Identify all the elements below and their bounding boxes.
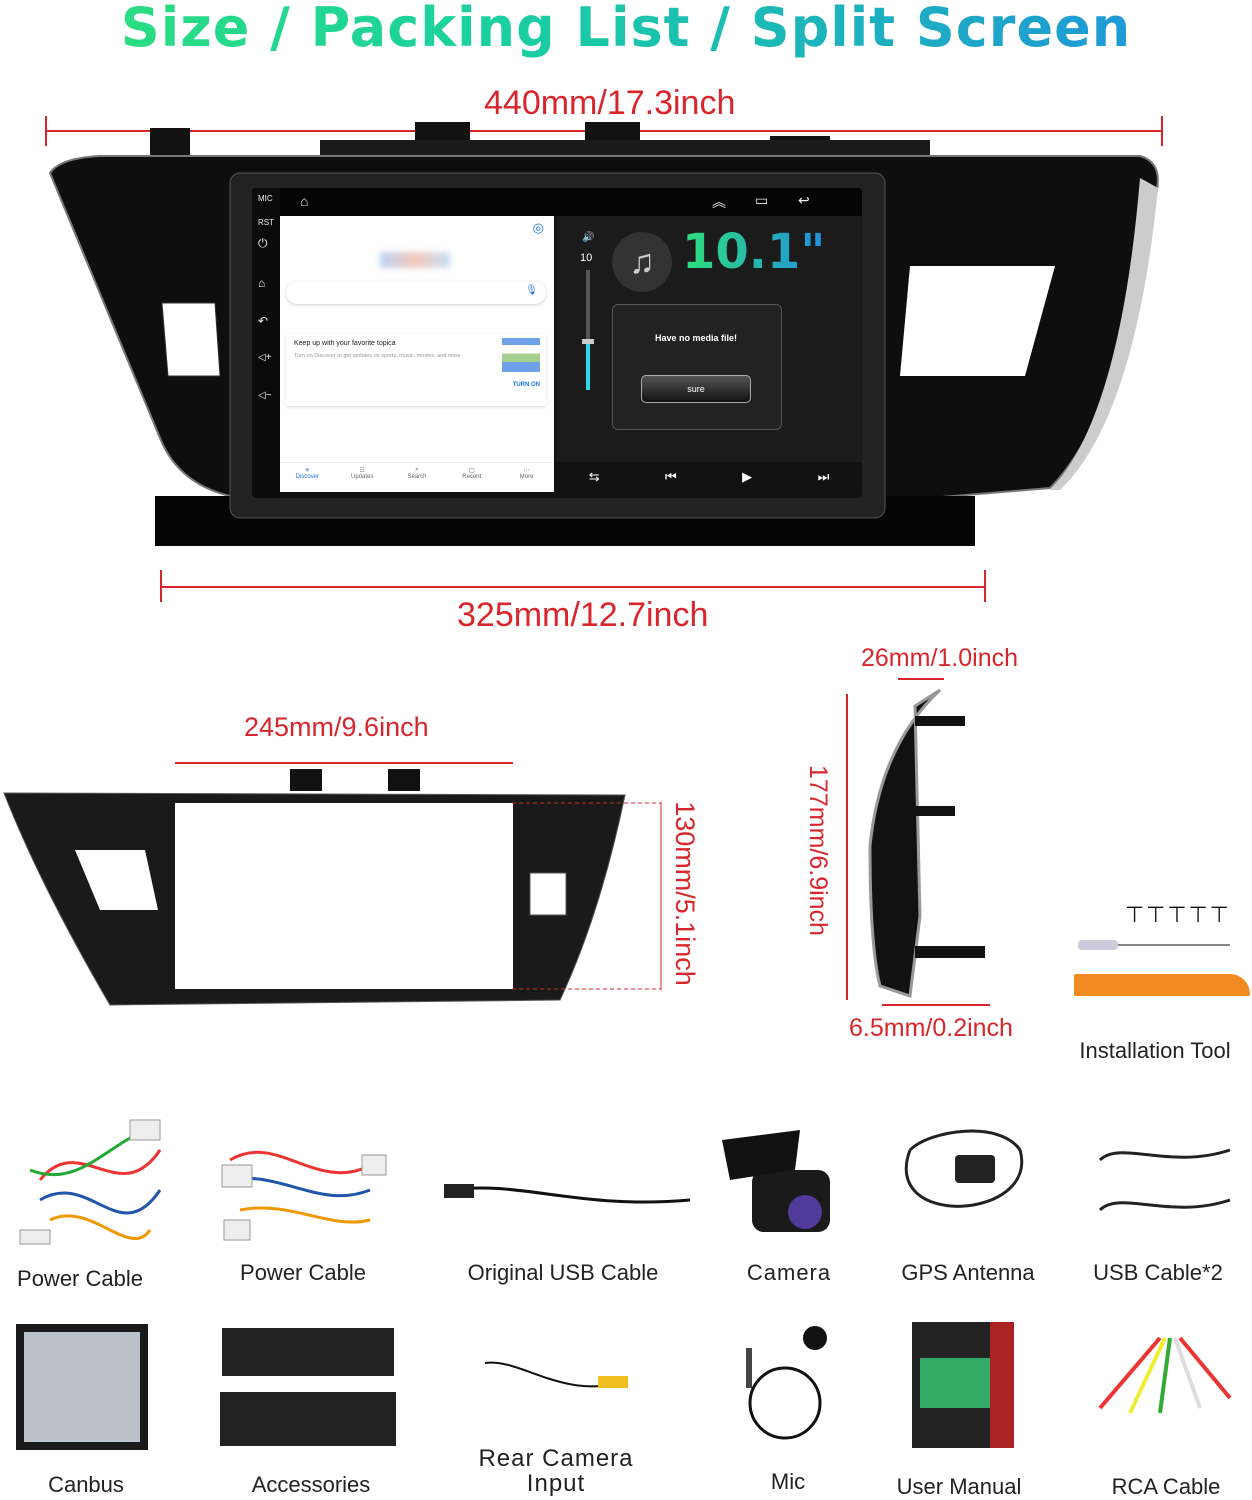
search-bar[interactable]: 🎙 bbox=[286, 282, 546, 304]
dim-tick bbox=[160, 570, 162, 602]
repeat-icon[interactable]: ⇆ bbox=[588, 469, 600, 484]
dim-tick bbox=[984, 570, 986, 602]
music-player-panel: 🔊 10 ♫ 10.1" Have no media file! sure ⇆ ⏮… bbox=[556, 216, 862, 492]
account-icon[interactable]: ◎ bbox=[532, 220, 544, 235]
mic-icon[interactable]: 🎙 bbox=[525, 285, 538, 296]
discover-card: Keep up with your favorite topica Turn o… bbox=[286, 334, 546, 406]
sure-button[interactable]: sure bbox=[641, 375, 751, 403]
discover-icon: ✳ bbox=[304, 468, 310, 474]
dim-tick bbox=[45, 116, 47, 146]
dim-line bbox=[175, 762, 513, 764]
dash-kit-frame bbox=[3, 769, 662, 1006]
back-nav-icon[interactable]: ↩ bbox=[798, 192, 810, 208]
recent-apps-icon[interactable]: ▭ bbox=[755, 192, 769, 208]
dim-total-width: 440mm/17.3inch bbox=[484, 84, 736, 122]
tab-discover[interactable]: ✳Discover bbox=[295, 468, 320, 480]
label-mic: Mic bbox=[770, 1469, 806, 1494]
packing-row-1-images bbox=[19, 1119, 1231, 1245]
card-body: Turn on Discover to get updates on sport… bbox=[294, 353, 461, 359]
left-app-panel: ◎ 🎙 Keep up with your favorite topica Tu… bbox=[280, 216, 554, 492]
rst-label: RST bbox=[258, 218, 274, 227]
card-illustration bbox=[502, 338, 540, 372]
label-accessories: Accessories bbox=[251, 1472, 371, 1497]
dim-line bbox=[160, 586, 986, 588]
label-rca-cable: RCA Cable bbox=[1111, 1474, 1221, 1499]
label-power-cable-1: Power Cable bbox=[17, 1266, 143, 1291]
screwdriver-shaft bbox=[1118, 944, 1230, 946]
dim-tick bbox=[1161, 116, 1163, 146]
bottom-tabs: ✳Discover ☷Updates ⌕Search ▢Recent ⋯More bbox=[280, 462, 554, 492]
tab-updates[interactable]: ☷Updates bbox=[351, 468, 374, 480]
home-icon[interactable]: ⌂ bbox=[258, 276, 266, 290]
side-profile bbox=[868, 688, 985, 999]
volume-up-icon[interactable]: ◁+ bbox=[258, 352, 272, 363]
play-icon[interactable]: ▶ bbox=[742, 469, 753, 484]
volume-value: 10 bbox=[580, 252, 593, 264]
label-user-manual: User Manual bbox=[896, 1474, 1022, 1499]
tab-search[interactable]: ⌕Search bbox=[407, 467, 427, 480]
label-usb-cable-2: USB Cable*2 bbox=[1093, 1260, 1223, 1285]
label-power-cable-2: Power Cable bbox=[240, 1260, 366, 1285]
recent-icon: ▢ bbox=[468, 468, 475, 474]
blurred-logo bbox=[380, 252, 450, 268]
updates-icon: ☷ bbox=[359, 468, 365, 474]
power-icon[interactable]: ⏻ bbox=[258, 236, 268, 250]
head-unit-screen[interactable]: MIC RST ⏻ ⌂ ↶ ◁+ ◁− ⌂ ︽ ▭ ↩ ◎ 🎙 Keep up … bbox=[252, 188, 862, 498]
screwdriver-image bbox=[1078, 940, 1118, 950]
playback-controls: ⇆ ⏮ ▶ ⏭ bbox=[556, 462, 862, 492]
dim-side-top: 26mm/1.0inch bbox=[861, 644, 1019, 672]
label-rear-camera-input: Rear Camera Input bbox=[478, 1445, 634, 1497]
packing-row-2-images bbox=[16, 1322, 1232, 1450]
back-icon[interactable]: ↶ bbox=[258, 314, 269, 328]
more-icon: ⋯ bbox=[523, 468, 530, 474]
label-canbus: Canbus bbox=[48, 1472, 124, 1497]
mic-label: MIC bbox=[258, 194, 273, 203]
label-camera: Camera bbox=[746, 1260, 832, 1285]
status-bar: ⌂ ︽ ▭ ↩ bbox=[280, 188, 862, 216]
volume-slider[interactable] bbox=[582, 270, 594, 390]
dim-screen-width: 325mm/12.7inch bbox=[457, 596, 709, 634]
pry-tool-image bbox=[1074, 974, 1250, 996]
speaker-icon: 🔊 bbox=[582, 232, 595, 243]
screen-size-badge: 10.1" bbox=[682, 224, 826, 280]
tab-recent[interactable]: ▢Recent bbox=[462, 468, 482, 480]
media-dialog: Have no media file! sure bbox=[612, 304, 782, 430]
label-installation-tool: Installation Tool bbox=[1079, 1038, 1231, 1063]
dim-line bbox=[898, 678, 944, 680]
dim-frame-height: 130mm/5.1inch bbox=[669, 801, 700, 986]
dim-line bbox=[846, 694, 848, 1000]
tab-more[interactable]: ⋯More bbox=[519, 468, 534, 480]
volume-down-icon[interactable]: ◁− bbox=[258, 390, 272, 401]
label-original-usb-cable: Original USB Cable bbox=[467, 1260, 659, 1285]
turn-on-link[interactable]: TURN ON bbox=[512, 382, 540, 388]
label-gps-antenna: GPS Antenna bbox=[901, 1260, 1035, 1285]
dim-side-bottom: 6.5mm/0.2inch bbox=[849, 1014, 1013, 1042]
chevron-up-icon[interactable]: ︽ bbox=[712, 194, 726, 210]
card-title: Keep up with your favorite topica bbox=[294, 340, 396, 347]
side-button-bar: MIC RST ⏻ ⌂ ↶ ◁+ ◁− bbox=[252, 188, 280, 498]
search-icon: ⌕ bbox=[415, 467, 419, 473]
dim-frame-width: 245mm/9.6inch bbox=[244, 712, 429, 742]
page-title: Size / Packing List / Split Screen bbox=[0, 0, 1252, 59]
previous-icon[interactable]: ⏮ bbox=[665, 469, 677, 484]
dim-line bbox=[882, 1004, 990, 1006]
home-nav-icon[interactable]: ⌂ bbox=[300, 193, 309, 209]
next-icon[interactable]: ⏭ bbox=[817, 469, 830, 484]
screws-image: ⊤⊤⊤⊤⊤ bbox=[1125, 902, 1231, 927]
dim-side-height: 177mm/6.9inch bbox=[803, 765, 832, 936]
music-note-icon: ♫ bbox=[612, 232, 672, 292]
dialog-message: Have no media file! bbox=[655, 333, 738, 343]
